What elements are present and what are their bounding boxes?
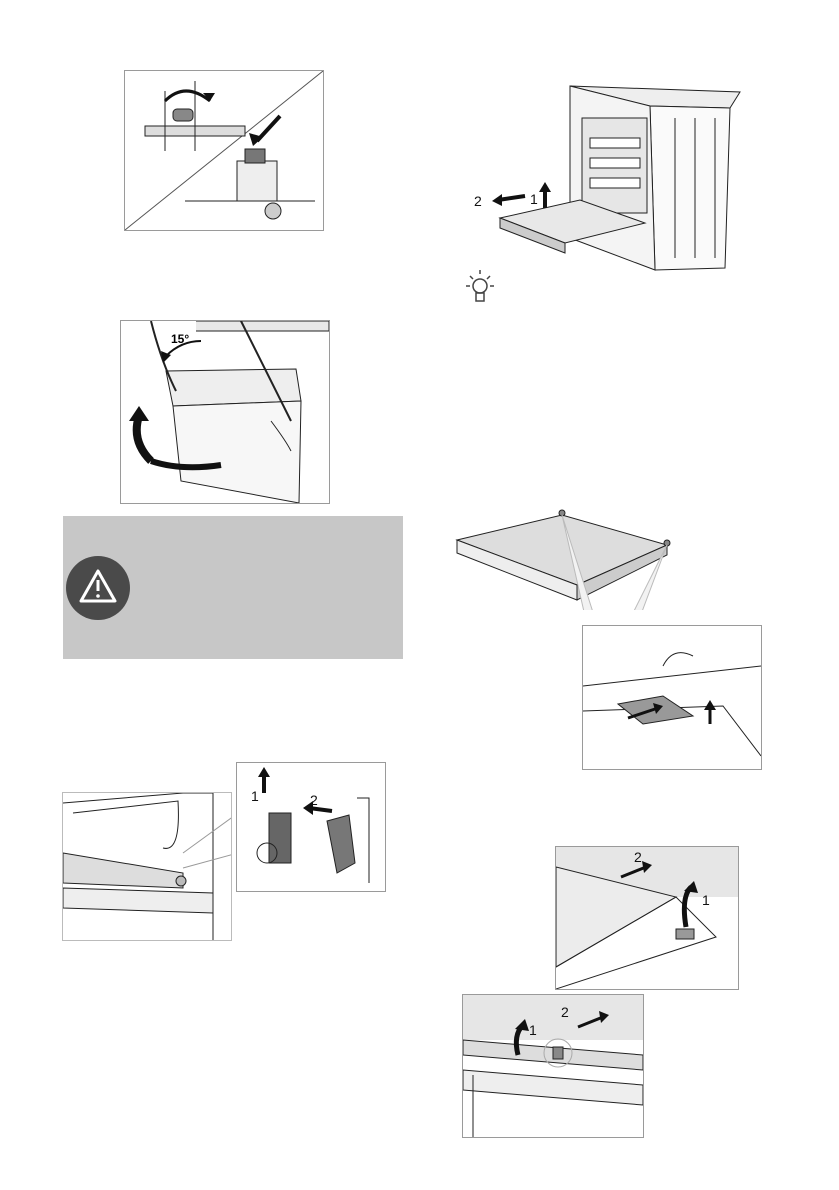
figure-glass-lift-bottom: 1 2 (462, 994, 644, 1138)
figure-cooker-door-removal: 2 1 (470, 78, 750, 273)
lift-top-label-2: 2 (634, 849, 642, 865)
figure-glass-lift-top: 2 1 (555, 846, 739, 990)
step-label-1: 1 (251, 788, 259, 804)
label-lift-direction: 1 (530, 191, 538, 207)
lift-top-label-1: 1 (702, 892, 710, 908)
lift-bottom-label-2: 2 (561, 1004, 569, 1020)
label-pull-direction: 2 (474, 193, 482, 209)
warning-box (63, 516, 403, 659)
figure-hinge-lever (124, 70, 324, 231)
tilt-angle-label: 15° (171, 332, 189, 346)
figure-glass-clip-zoom (582, 625, 762, 770)
figure-door-hinge-interior (62, 792, 232, 941)
step-label-2: 2 (310, 792, 318, 808)
lift-bottom-label-1: 1 (529, 1022, 537, 1038)
figure-clip-detail: 1 2 (236, 762, 386, 892)
figure-door-tilt: 15° (120, 320, 330, 504)
figure-door-glass-panel (452, 505, 692, 610)
lightbulb-icon (462, 268, 498, 308)
